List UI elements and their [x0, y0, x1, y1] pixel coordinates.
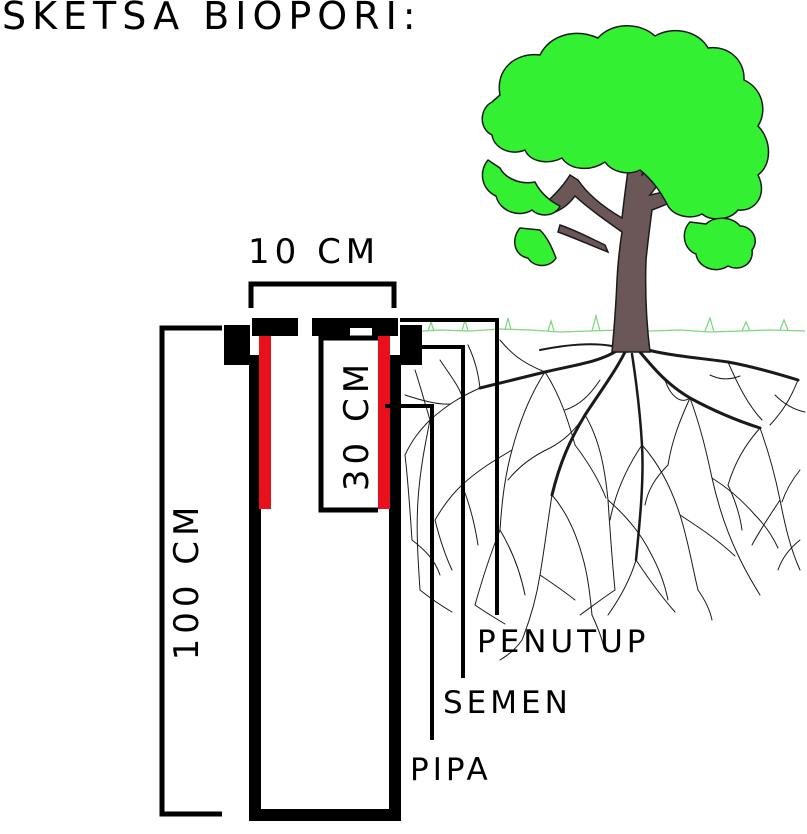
biopori-pipe: [224, 318, 422, 821]
leader-pipa: [385, 404, 434, 740]
label-penutup: PENUTUP: [477, 624, 650, 660]
page-title: SKETSA BIOPORI:: [2, 0, 422, 38]
dimension-inner-label: 30 CM: [337, 358, 377, 492]
dimension-brackets: [159, 281, 397, 817]
pipe-inner-lining-right: [378, 335, 390, 509]
pipe-inner-lining-left: [259, 335, 271, 509]
leader-semen: [422, 345, 465, 678]
tree-foliage: [481, 25, 770, 271]
dimension-width-label: 10 CM: [248, 232, 381, 272]
label-semen: SEMEN: [443, 685, 572, 721]
cement-collar-left: [224, 325, 250, 365]
label-pipa: PIPA: [410, 752, 492, 788]
leader-lines: [385, 318, 499, 740]
soil-roots: [404, 339, 806, 661]
bracket-100cm: [159, 325, 222, 817]
leader-penutup: [400, 318, 499, 615]
cap-middle: [312, 318, 360, 336]
dimension-height-label: 100 CM: [167, 501, 207, 661]
cement-collar-right: [400, 325, 422, 365]
bracket-30cm: [318, 335, 378, 513]
bracket-10cm: [248, 281, 397, 308]
cap-left: [252, 318, 298, 336]
cap-right: [360, 318, 398, 336]
